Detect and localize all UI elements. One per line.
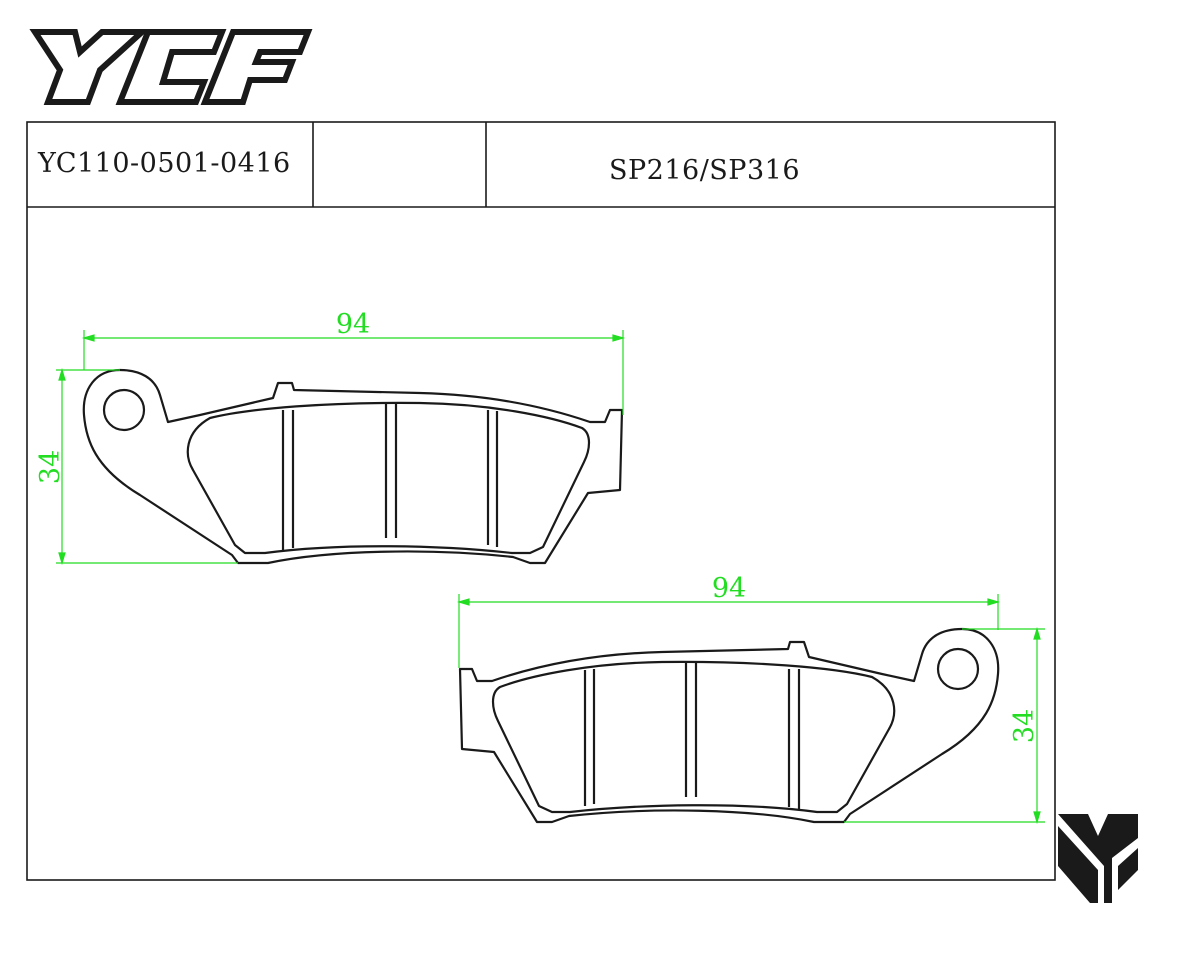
height-label-bottom-right: 34 bbox=[1009, 709, 1040, 743]
model-cell: SP216/SP316 bbox=[609, 155, 800, 186]
ycf-logo bbox=[29, 29, 313, 105]
width-label-bottom-right: 94 bbox=[712, 573, 746, 604]
dimensions-bottom-right bbox=[456, 594, 1045, 825]
dimensions-top-left bbox=[56, 330, 626, 566]
brake-pad-top-left bbox=[82, 368, 624, 565]
drawing-frame bbox=[26, 121, 1056, 881]
height-label-top-left: 34 bbox=[35, 450, 66, 484]
mounting-hole bbox=[936, 647, 980, 691]
width-label-top-left: 94 bbox=[336, 309, 370, 340]
mounting-hole bbox=[102, 388, 146, 432]
y-logo-mark-icon bbox=[1058, 814, 1138, 903]
part-number-cell: YC110-0501-0416 bbox=[38, 148, 291, 179]
brake-pad-bottom-right bbox=[458, 627, 1000, 824]
